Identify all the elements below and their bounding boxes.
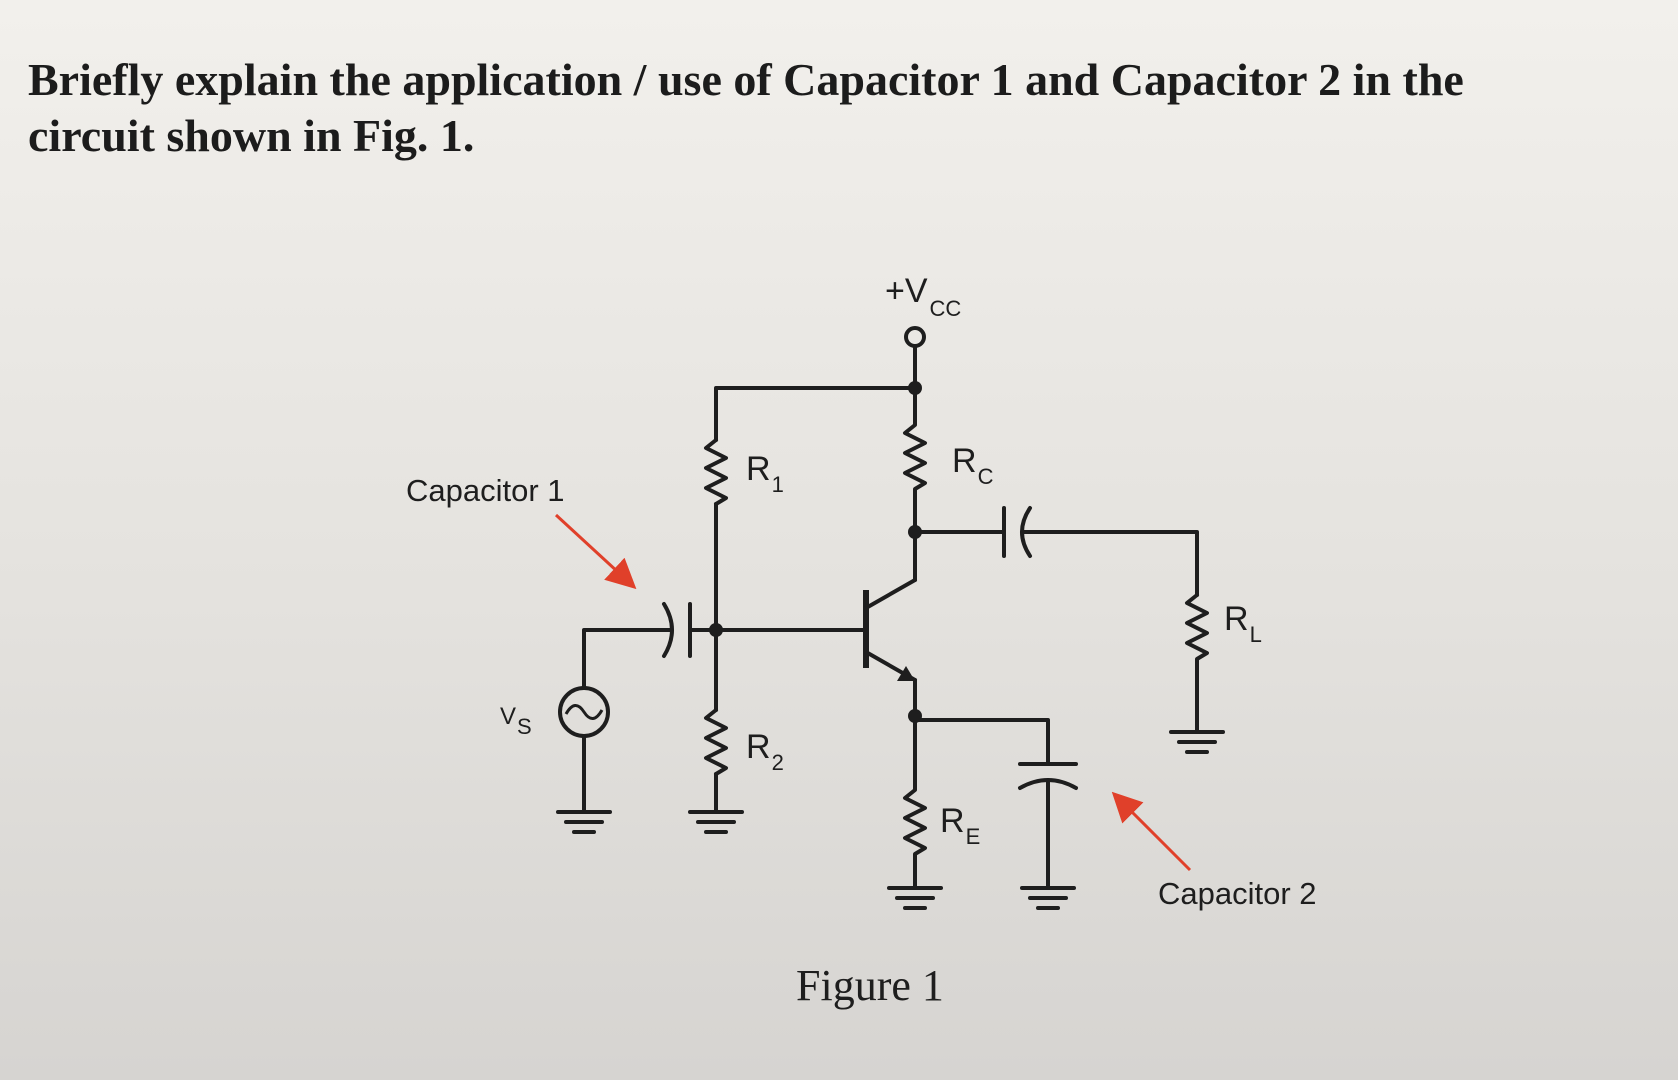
npn-transistor-icon bbox=[863, 578, 917, 682]
vcc-label: +VCC bbox=[885, 272, 961, 321]
capacitor-1-arrow bbox=[554, 513, 637, 590]
rl-resistor bbox=[1185, 593, 1209, 734]
vcc-terminal bbox=[904, 326, 926, 395]
re-resistor bbox=[903, 678, 927, 890]
rc-label: RC bbox=[952, 442, 994, 489]
capacitor-1-label: Capacitor 1 bbox=[406, 473, 565, 508]
question-text: Briefly explain the application / use of… bbox=[28, 52, 1628, 164]
source-wire bbox=[582, 628, 672, 690]
ground-icon bbox=[887, 886, 943, 910]
output-capacitor-symbol bbox=[913, 506, 1199, 597]
question-line-1: Briefly explain the application / use of… bbox=[28, 54, 1464, 105]
question-line-2: circuit shown in Fig. 1. bbox=[28, 110, 475, 161]
r2-resistor bbox=[704, 628, 728, 814]
re-label: RE bbox=[940, 802, 980, 849]
r1-resistor bbox=[704, 438, 728, 632]
top-rail-wire bbox=[714, 386, 917, 442]
capacitor-2-symbol bbox=[913, 718, 1078, 890]
r2-label: R2 bbox=[746, 728, 784, 775]
r1-label: R1 bbox=[746, 450, 784, 497]
capacitor-2-label: Capacitor 2 bbox=[1158, 876, 1317, 911]
ac-source-icon bbox=[558, 686, 610, 814]
ground-icon bbox=[556, 810, 612, 834]
rl-label: RL bbox=[1224, 600, 1262, 647]
capacitor-2-arrow bbox=[1111, 791, 1192, 872]
vs-label: VS bbox=[500, 703, 532, 739]
figure-caption: Figure 1 bbox=[796, 961, 944, 1010]
ground-icon bbox=[1169, 730, 1225, 754]
ground-icon bbox=[688, 810, 744, 834]
ground-icon bbox=[1020, 886, 1076, 910]
rc-resistor bbox=[903, 386, 927, 582]
